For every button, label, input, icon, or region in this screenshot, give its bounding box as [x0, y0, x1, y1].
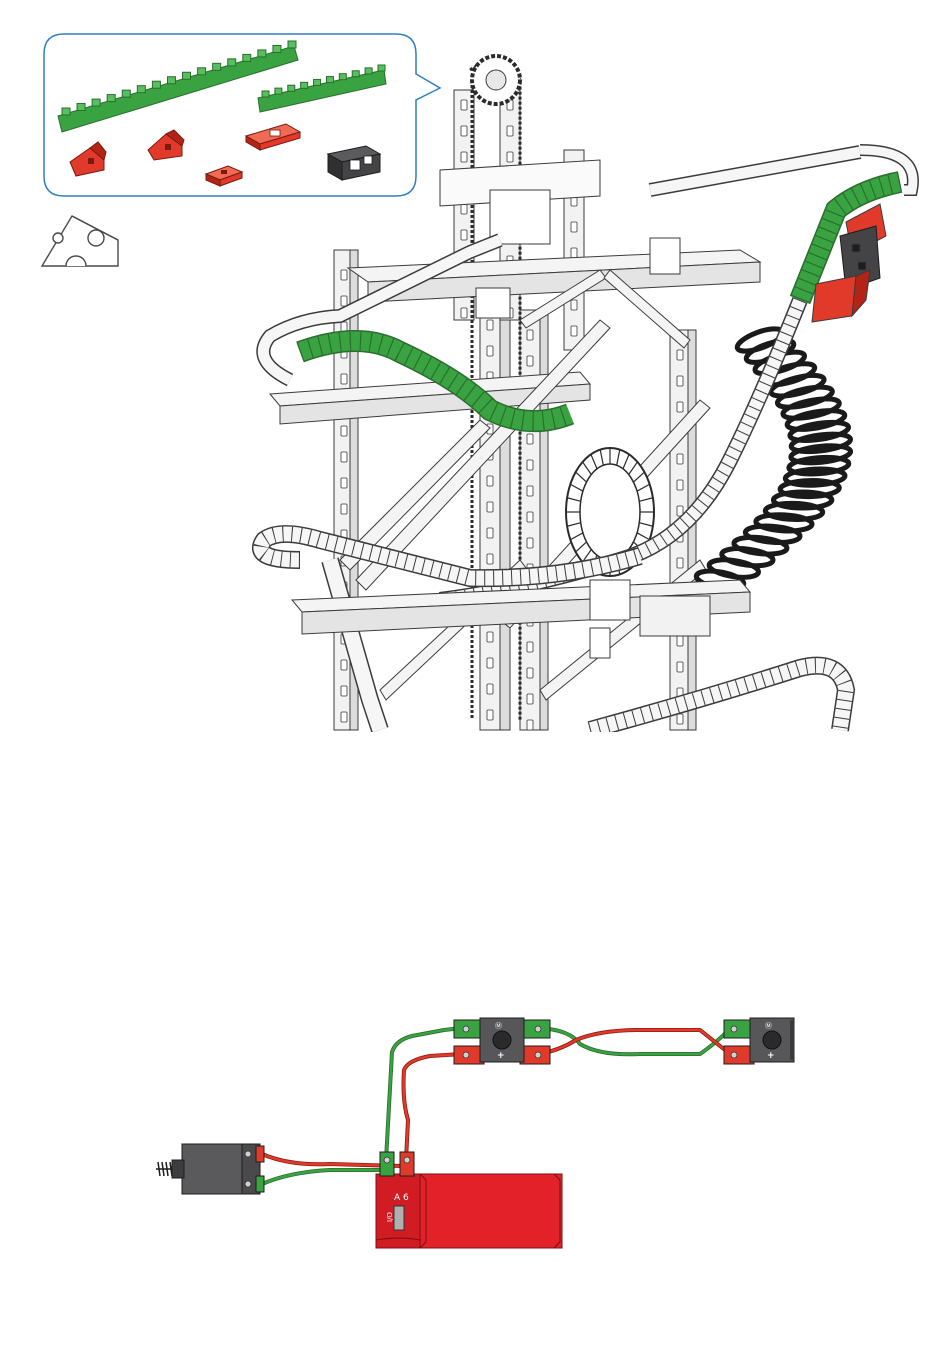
track-tooth: [62, 108, 70, 115]
track-tooth: [275, 88, 282, 94]
vertical-column: [520, 310, 548, 730]
track-tooth: [228, 59, 236, 66]
lower-right-track: [590, 666, 846, 730]
track-tooth: [339, 74, 346, 80]
column-hole: [341, 504, 347, 514]
column-hole: [677, 714, 683, 724]
column-hole: [571, 248, 577, 258]
column-hole: [487, 632, 493, 642]
push-button-2: Ⓜ +: [724, 1018, 794, 1064]
column-hole: [487, 476, 493, 486]
track-tooth: [352, 71, 359, 77]
track-tooth: [198, 68, 206, 75]
column-hole: [527, 694, 533, 704]
column-hole: [677, 662, 683, 672]
track-tooth: [288, 41, 296, 48]
column-hole: [527, 538, 533, 548]
track-tooth: [167, 77, 175, 84]
worm-gear-icon: [156, 1162, 172, 1176]
track-tooth: [92, 99, 100, 106]
track-tooth: [258, 50, 266, 57]
track-tooth: [288, 85, 295, 91]
column-hole: [487, 320, 493, 330]
column-hole: [527, 434, 533, 444]
battery-switch-label: A 6: [394, 1193, 409, 1203]
column-hole: [461, 230, 467, 240]
column-hole: [571, 300, 577, 310]
track-tooth: [262, 91, 269, 97]
column-hole: [677, 480, 683, 490]
push-button-2-label: Ⓜ: [765, 1022, 772, 1030]
push-button-1-plus: +: [497, 1051, 505, 1061]
column-hole: [487, 710, 493, 720]
battery-switch-symbol: I/O: [386, 1212, 394, 1222]
column-hole: [527, 720, 533, 730]
column-hole: [461, 152, 467, 162]
track-tooth: [183, 72, 191, 79]
track-tooth: [122, 90, 130, 97]
motor: [156, 1144, 264, 1194]
column-hole: [341, 712, 347, 722]
track-tooth: [77, 104, 85, 111]
track-tooth: [152, 81, 160, 88]
column-hole: [677, 454, 683, 464]
column-hole: [341, 452, 347, 462]
push-button-1-label: Ⓜ: [495, 1022, 502, 1030]
column-hole: [341, 374, 347, 384]
column-hole: [487, 554, 493, 564]
column-hole: [341, 296, 347, 306]
column-hole: [487, 502, 493, 512]
track-tooth: [107, 95, 115, 102]
track-tooth: [243, 54, 251, 61]
column-hole: [461, 308, 467, 318]
track-tooth: [326, 77, 333, 83]
track-tooth: [137, 86, 145, 93]
column-hole: [461, 100, 467, 110]
column-hole: [677, 636, 683, 646]
column-hole: [487, 658, 493, 668]
push-button-2-plus: +: [767, 1051, 775, 1061]
column-hole: [527, 356, 533, 366]
track-tooth: [378, 65, 385, 71]
wiring-diagram: Ⓜ + Ⓜ +: [156, 1018, 794, 1248]
column-hole: [677, 402, 683, 412]
column-hole: [507, 126, 513, 136]
column-hole: [571, 222, 577, 232]
column-hole: [461, 204, 467, 214]
track-tooth: [301, 82, 308, 88]
column-hole: [487, 684, 493, 694]
green-wire-battery-to-buttons: [386, 1028, 462, 1160]
track-tooth: [314, 79, 321, 85]
column-hole: [341, 660, 347, 670]
column-hole: [341, 686, 347, 696]
track-tooth: [213, 63, 221, 70]
column-hole: [461, 126, 467, 136]
column-hole: [341, 426, 347, 436]
column-hole: [677, 376, 683, 386]
chain-wheel: [472, 56, 520, 104]
column-hole: [507, 152, 513, 162]
column-hole: [487, 528, 493, 538]
push-button-1: Ⓜ +: [454, 1018, 550, 1064]
vertical-column: [480, 300, 510, 730]
column-hole: [341, 478, 347, 488]
column-hole: [341, 270, 347, 280]
column-hole: [527, 330, 533, 340]
column-hole: [527, 642, 533, 652]
column-hole: [527, 460, 533, 470]
parts-callout: [44, 34, 440, 196]
track-tooth: [365, 68, 372, 74]
column-hole: [527, 486, 533, 496]
battery-pack: A 6 I/O: [376, 1152, 562, 1248]
column-hole: [487, 346, 493, 356]
red-wire-battery-to-buttons: [404, 1054, 463, 1160]
column-hole: [677, 558, 683, 568]
cheese-wedge-build-icon: [42, 216, 118, 266]
track-tooth: [273, 45, 281, 52]
column-hole: [677, 350, 683, 360]
column-hole: [571, 326, 577, 336]
column-hole: [527, 512, 533, 522]
column-hole: [527, 668, 533, 678]
